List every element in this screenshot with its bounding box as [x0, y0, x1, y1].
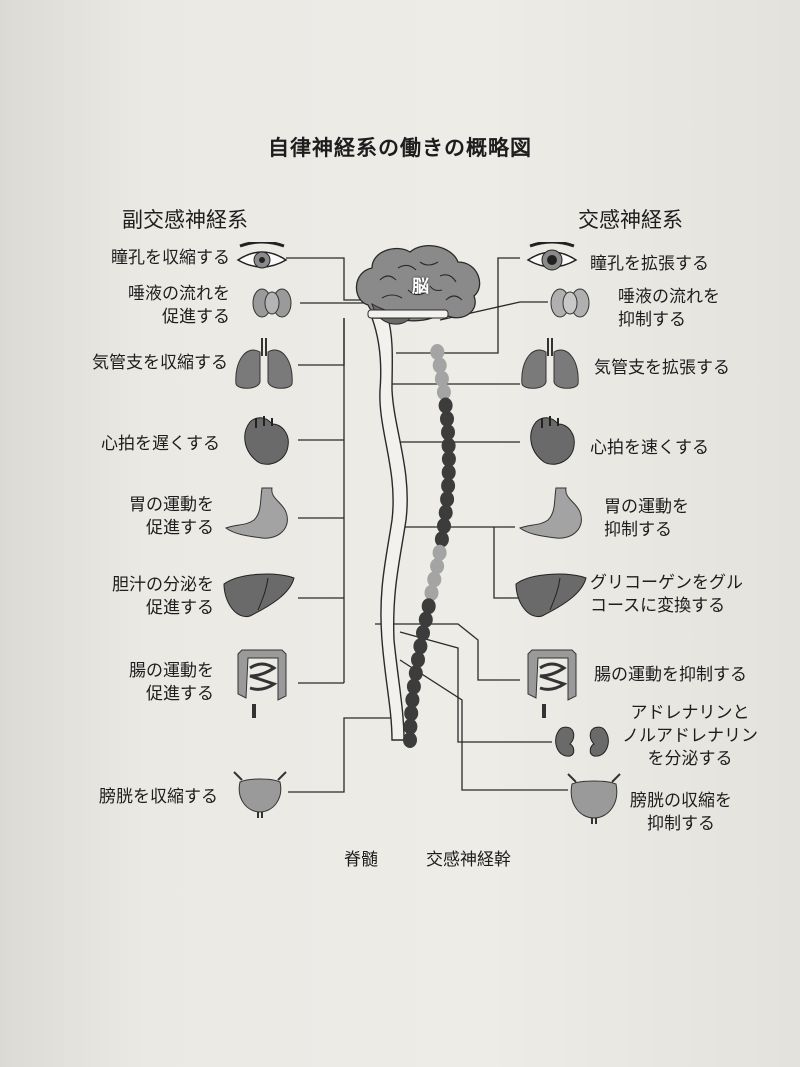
symp-label-glycogen: グリコーゲンをグルコースに変換する: [590, 573, 743, 616]
symp-label-pupil: 瞳孔を拡張する: [590, 254, 709, 274]
symp-label-bronchi: 気管支を拡張する: [594, 358, 730, 378]
symp-label-intestine: 腸の運動を抑制する: [594, 665, 747, 685]
trunk-ganglion: [430, 344, 445, 360]
diagram-title: 自律神経系の働きの概略図: [268, 136, 532, 160]
intestine-icon: [237, 649, 287, 718]
lungs-icon: [235, 338, 293, 389]
trunk-ganglion: [403, 718, 418, 735]
nerve-lines: [286, 257, 568, 793]
stomach-icon: [518, 487, 582, 539]
symp-label-heart: 心拍を速くする: [590, 438, 709, 458]
trunk-ganglion: [441, 477, 456, 494]
parasympathetic-heading: 副交感神経系: [122, 208, 248, 232]
eye-icon: [236, 242, 288, 269]
para-label-intestine: 腸の運動を促進する: [129, 661, 214, 704]
eye-icon: [526, 242, 578, 271]
trunk-ganglion: [430, 558, 445, 575]
bladder-icon: [567, 773, 621, 824]
para-label-bile: 胆汁の分泌を促進する: [112, 575, 214, 618]
trunk-ganglion: [403, 732, 417, 748]
para-label-bronchi: 気管支を収縮する: [92, 353, 228, 373]
heart-icon: [244, 416, 289, 465]
salivary-gland-icon: [550, 288, 590, 318]
salivary-gland-icon: [252, 288, 292, 318]
trunk-ganglion: [404, 705, 419, 722]
trunk-ganglion: [413, 638, 428, 655]
trunk-ganglion: [436, 384, 451, 401]
para-label-bladder: 膀胱を収縮する: [99, 787, 218, 807]
kidney-icon: [555, 726, 609, 757]
line-adrenal-right: [399, 631, 552, 743]
trunk-ganglion: [440, 410, 454, 427]
lungs-icon: [521, 338, 579, 389]
symp-label-saliva: 唾液の流れを抑制する: [618, 287, 720, 330]
symp-label-stomach: 胃の運動を抑制する: [604, 497, 689, 540]
heart-icon: [530, 416, 575, 465]
spinal-cord-label: 脊髄: [344, 850, 378, 870]
liver-icon: [515, 573, 587, 618]
trunk-ganglion: [438, 504, 453, 521]
line-bladder-right: [399, 659, 568, 791]
trunk-ganglion: [438, 397, 453, 414]
trunk-ganglion: [416, 625, 430, 641]
trunk-ganglion: [441, 451, 456, 467]
symp-label-bladder: 膀胱の収縮を抑制する: [630, 791, 732, 834]
trunk-ganglion: [434, 370, 449, 387]
line-bladder-left: [288, 717, 398, 793]
line-liver-right: [493, 527, 520, 599]
trunk-ganglion: [440, 491, 455, 508]
spinal-cord: [371, 317, 408, 741]
trunk-ganglion: [437, 517, 451, 534]
trunk-ganglion: [441, 464, 456, 481]
symp-label-adrenaline: アドレナリンとノルアドレナリンを分泌する: [622, 703, 758, 769]
liver-icon: [223, 573, 295, 618]
para-label-saliva: 唾液の流れを促進する: [128, 284, 230, 327]
trunk-ganglion: [432, 544, 447, 561]
sympathetic-trunk: [403, 344, 456, 748]
line-bronchi-left: [298, 318, 345, 366]
trunk-ganglion: [406, 678, 421, 695]
trunk-ganglion: [441, 437, 456, 454]
trunk-ganglion: [411, 651, 425, 668]
trunk-ganglion: [421, 598, 436, 615]
brain-icon: [355, 245, 481, 325]
trunk-ganglion: [405, 691, 420, 708]
line-pupil-right: [396, 257, 520, 354]
sympathetic-trunk-label: 交感神経幹: [426, 850, 511, 870]
brain-label: 脳: [412, 277, 429, 297]
stomach-icon: [224, 487, 288, 539]
para-label-heart: 心拍を遅くする: [101, 434, 220, 454]
sympathetic-heading: 交感神経系: [578, 208, 683, 232]
intestine-icon: [527, 649, 577, 718]
trunk-ganglion: [432, 357, 447, 374]
trunk-ganglion: [427, 571, 442, 588]
para-label-stomach: 胃の運動を促進する: [129, 495, 214, 538]
trunk-ganglion: [434, 531, 449, 548]
line-pupil-left: [286, 257, 372, 301]
trunk-ganglion: [418, 611, 433, 628]
trunk-ganglion: [408, 665, 423, 682]
trunk-ganglion: [441, 424, 455, 441]
para-label-pupil: 瞳孔を収縮する: [111, 248, 230, 268]
trunk-ganglion: [424, 584, 439, 601]
bladder-icon: [233, 771, 287, 818]
